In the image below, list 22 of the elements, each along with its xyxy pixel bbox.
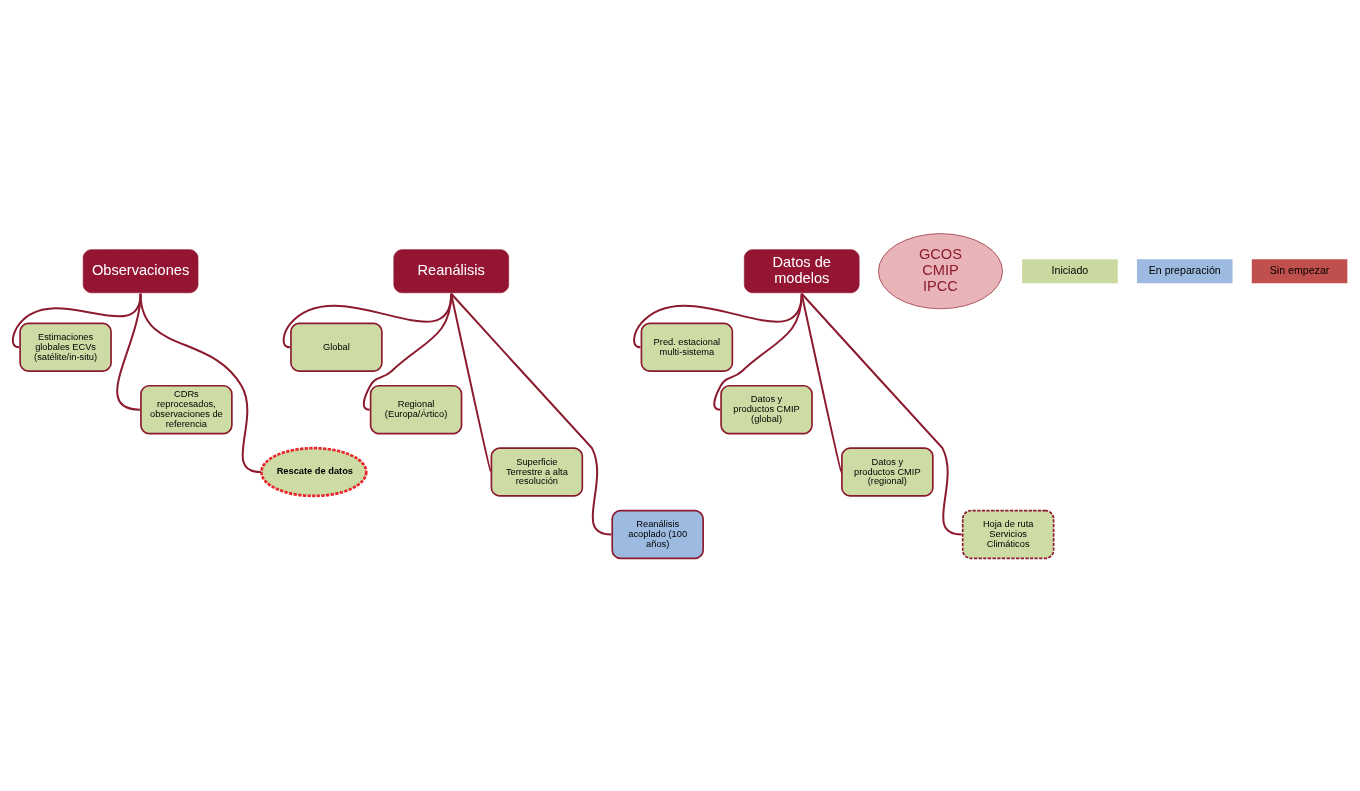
legend-label: En preparación: [1148, 263, 1221, 276]
node-box: Datos y productos CMIP (global): [720, 384, 813, 434]
legend-label: Iniciado: [1051, 263, 1089, 276]
node-box: Datos de modelos: [743, 248, 860, 293]
connector: [450, 292, 492, 473]
node-ellipse: Rescate de datos: [260, 446, 368, 497]
node-box: CDRs reprocesados, observaciones de referencia: [140, 384, 233, 434]
node-box: Regional (Europa/Ártico): [369, 384, 463, 434]
legend-label: Sin empezar: [1269, 263, 1330, 276]
connector: [116, 292, 142, 411]
node-box: Hoja de ruta Servicios Climáticos: [961, 509, 1055, 559]
connector: [800, 292, 842, 473]
node-box: Datos y productos CMIP (regional): [841, 446, 934, 497]
node-ellipse: GCOS CMIP IPCC: [878, 232, 1003, 309]
node-box: Superficie Terrestre a alta resolución: [490, 446, 584, 497]
node-box: Pred. estacional multi-sistema: [640, 322, 734, 372]
node-box: Observaciones: [82, 248, 199, 293]
node-box: Estimaciones globales ECVs (satélite/in-situ): [19, 322, 112, 372]
node-box: Global: [290, 322, 383, 372]
connector: [450, 292, 613, 535]
node-box: Reanálisis acoplado (100 años): [611, 509, 704, 559]
node-box: Reanálisis: [393, 248, 509, 293]
